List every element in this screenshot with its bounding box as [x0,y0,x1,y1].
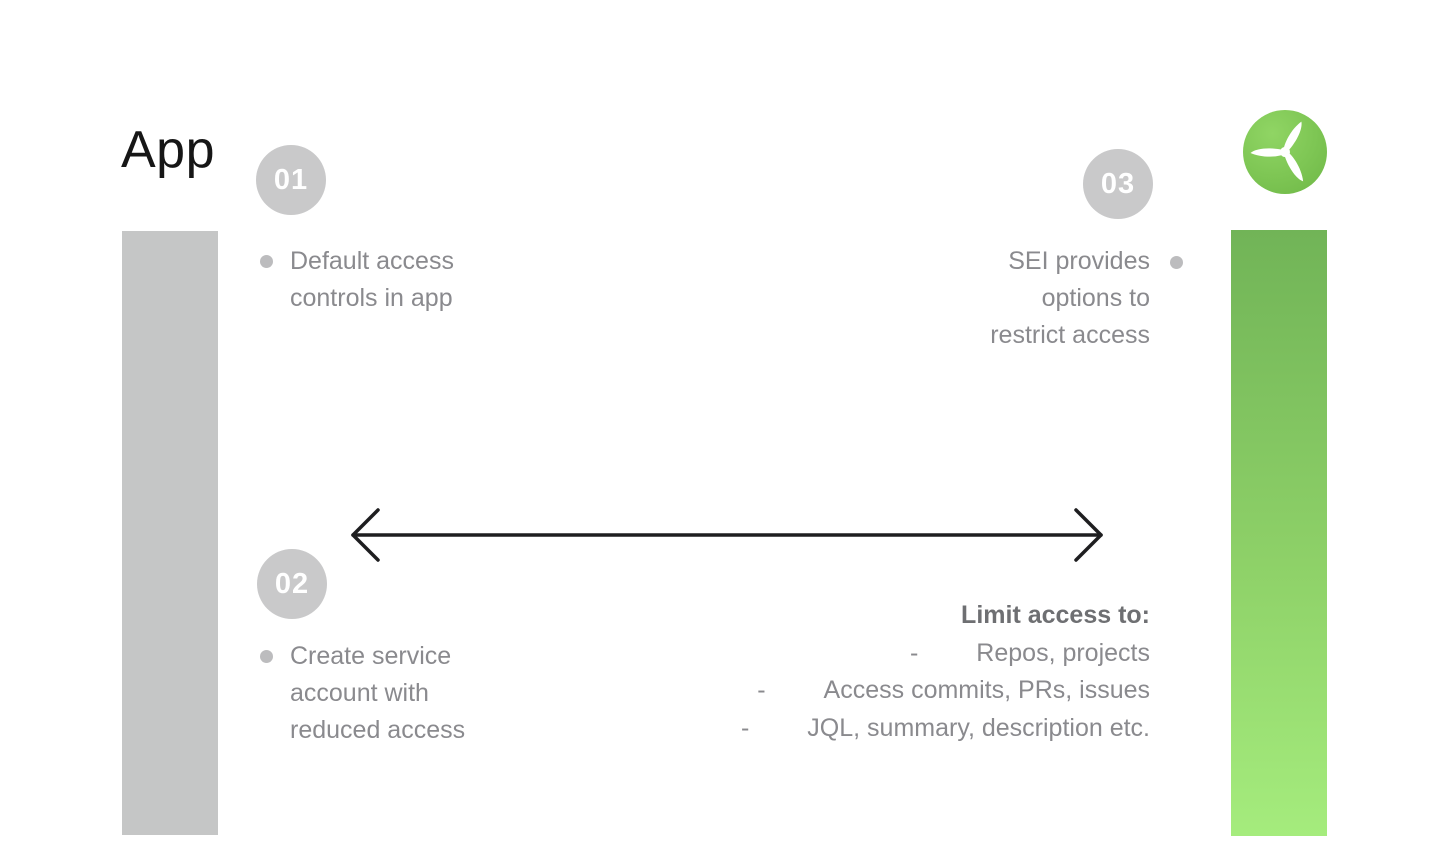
limit-item-text: Repos, projects [976,638,1150,667]
dash-bullet: - [740,713,750,742]
limit-access-item: - JQL, summary, description etc. [741,710,1150,748]
bullet-dot-step2 [260,650,273,663]
step1-text: Default access controls in app [290,243,454,317]
limit-access-item: - Access commits, PRs, issues [741,672,1150,710]
limit-access-heading: Limit access to: [961,601,1150,629]
left-gray-bar [122,231,218,835]
step2-line3: reduced access [290,716,466,744]
dash-bullet: - [909,638,919,667]
wind-turbine-icon [1243,110,1327,194]
step2-line2: account with [290,679,429,707]
step-number: 03 [1100,167,1136,200]
step-number: 02 [274,567,310,600]
step3-line1: SEI provides [1008,247,1150,275]
limit-item-text: JQL, summary, description etc. [807,713,1150,742]
limit-access-item: - Repos, projects [741,635,1150,673]
bullet-dot-step3 [1170,256,1183,269]
dash-bullet: - [757,676,766,704]
step3-line2: options to [1041,284,1150,312]
page-title: App [121,121,216,179]
step3-text: SEI provides options to restrict access [990,243,1150,354]
step-circle-02: 02 [257,549,327,619]
brand-logo [1243,110,1327,194]
double-arrow-icon [351,508,1103,562]
step3-line3: restrict access [990,321,1150,349]
step-circle-01: 01 [256,145,326,215]
step2-text: Create service account with reduced acce… [290,638,465,749]
step1-line1: Default access [290,247,454,275]
step1-line2: controls in app [290,284,453,312]
step2-line1: Create service [290,642,452,670]
right-green-bar [1231,230,1327,836]
step-circle-03: 03 [1083,149,1153,219]
limit-access-block: Limit access to: - Repos, projects - Acc… [741,597,1150,747]
limit-item-text: Access commits, PRs, issues [823,676,1150,704]
bullet-dot-step1 [260,255,273,268]
step-number: 01 [273,163,309,196]
